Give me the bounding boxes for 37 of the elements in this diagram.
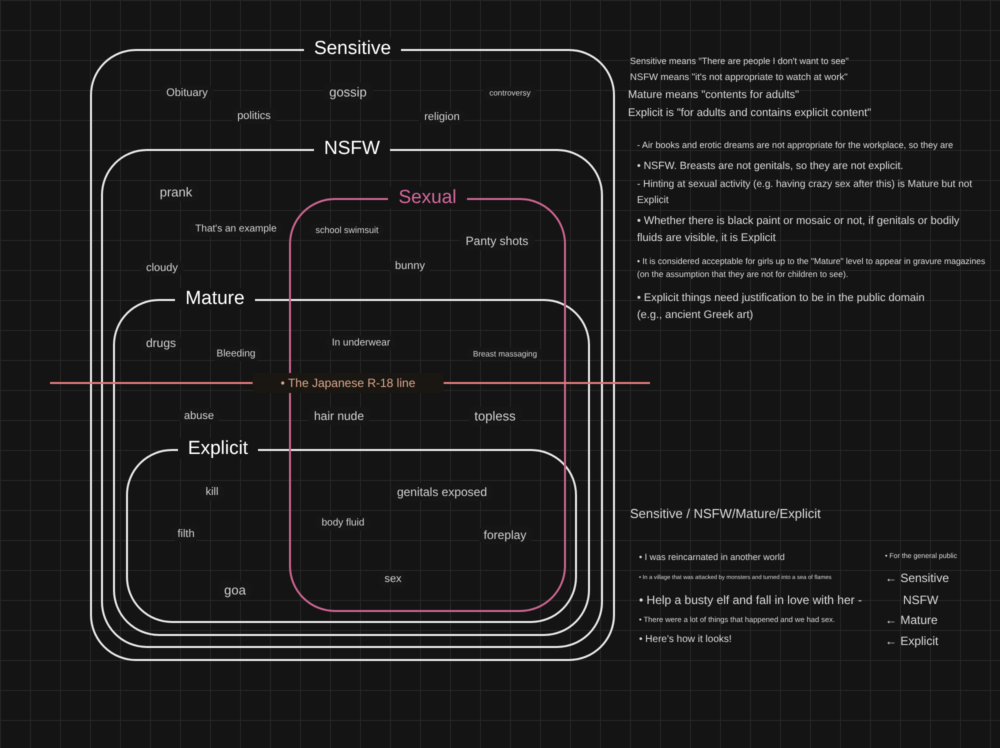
definition-note: Sensitive means "There are people I don't want to see": [630, 56, 849, 66]
level-label: ← Explicit: [885, 634, 938, 648]
explanation-note: • Whether there is black paint or mosaic or not, if genitals or bodily fluids are visible, it is Explicit: [637, 214, 960, 246]
scale-heading: Sensitive / NSFW/Mature/Explicit: [630, 506, 821, 521]
example-sentence: • I was reincarnated in another world: [639, 552, 785, 562]
category-heading: Explicit: [178, 438, 258, 459]
explanation-note: • NSFW. Breasts are not genitals, so they are not explicit.: [637, 159, 904, 174]
definition-note: NSFW means "it's not appropriate to watch at work": [630, 72, 848, 83]
category-heading: Mature: [175, 288, 255, 309]
category-example: topless: [468, 406, 522, 426]
category-example: foreplay: [478, 526, 532, 544]
example-sentence: • Help a busty elf and fall in love with her -: [639, 593, 862, 607]
category-example: abuse: [178, 408, 220, 424]
explanation-note: • Explicit things need justification to be in the public domain (e.g., ancient Greek art): [637, 291, 926, 324]
category-example: politics: [231, 108, 277, 124]
category-example: Obituary: [160, 85, 214, 101]
definition-note: Explicit is "for adults and contains explicit content": [628, 107, 872, 119]
category-heading: NSFW: [314, 138, 390, 159]
category-example: gossip: [323, 82, 373, 102]
definition-note: Mature means "contents for adults": [628, 89, 800, 101]
category-example: religion: [418, 109, 466, 125]
category-heading: Sensitive: [304, 38, 402, 59]
explanation-note: • It is considered acceptable for girls up to the "Mature" level to appear in gravure magazines (on the assumption that they are not for children to see).: [637, 255, 986, 282]
explanation-note: - Air books and erotic dreams are not appropriate for the workplace, so they are: [637, 139, 954, 152]
category-example: cloudy: [140, 260, 184, 276]
level-label: ← Sensitive: [885, 571, 950, 585]
category-example: hair nude: [308, 407, 370, 425]
category-example: controversy: [483, 86, 537, 100]
level-label: NSFW: [903, 593, 938, 607]
category-example: Panty shots: [460, 232, 534, 250]
category-example: Bleeding: [210, 346, 262, 362]
category-heading: Sexual: [388, 187, 467, 208]
level-label: ← Mature: [885, 613, 938, 627]
example-sentence: • Here's how it looks!: [639, 634, 732, 645]
r18-line-label: • The Japanese R-18 line: [252, 373, 444, 393]
category-example: bunny: [389, 258, 431, 274]
explanation-note: - Hinting at sexual activity (e.g. having crazy sex after this) is Mature but not Explicit: [637, 178, 974, 208]
